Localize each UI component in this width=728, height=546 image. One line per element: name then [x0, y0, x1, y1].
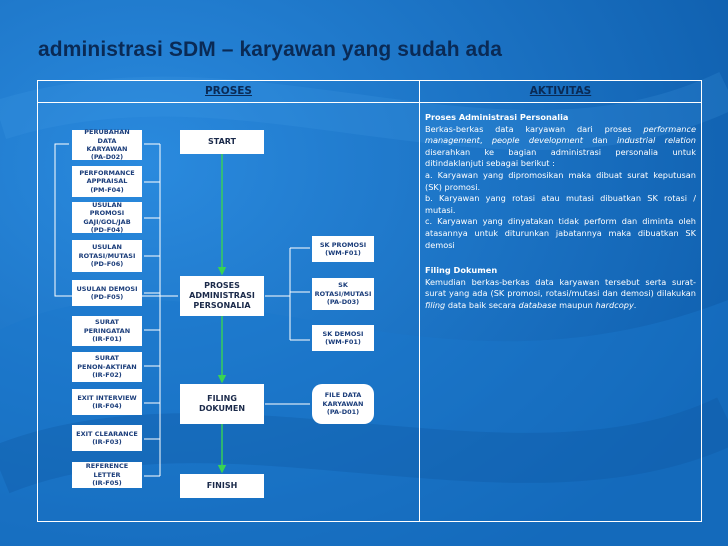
- finish-box: FINISH: [180, 474, 264, 498]
- list-item-b: b. Karyawan yang rotasi atau mutasi dibu…: [425, 193, 696, 215]
- aktivitas-text: Proses Administrasi Personalia Berkas-be…: [425, 112, 696, 312]
- doc-exit-interview: EXIT INTERVIEW(IR-F04): [72, 389, 142, 415]
- header-proses: PROSES: [38, 81, 420, 103]
- paragraph-filing: Kemudian berkas-berkas data karyawan ter…: [425, 276, 696, 310]
- column-divider: [419, 102, 420, 521]
- doc-exit-clearance: EXIT CLEARANCE(IR-F03): [72, 425, 142, 451]
- doc-sk-demosi: SK DEMOSI(WM-F01): [312, 325, 374, 351]
- doc-sk-promosi: SK PROMOSI(WM-F01): [312, 236, 374, 262]
- header-aktivitas: AKTIVITAS: [420, 81, 701, 103]
- list-item-c: c. Karyawan yang dinyatakan tidak perfor…: [425, 216, 696, 250]
- section-title-filing-dokumen: Filing Dokumen: [425, 265, 498, 276]
- doc-usulan-demosi: USULAN DEMOSI(PD-F05): [72, 280, 142, 306]
- paragraph-proses: Berkas-berkas data karyawan dari proses …: [425, 123, 696, 169]
- list-item-a: a. Karyawan yang dipromosikan maka dibua…: [425, 169, 696, 192]
- page-title: administrasi SDM – karyawan yang sudah a…: [38, 38, 503, 61]
- table-frame: PROSES AKTIVITAS: [37, 80, 702, 522]
- doc-reference-letter: REFERENCE LETTER(IR-F05): [72, 462, 142, 488]
- section-title-proses-administrasi: Proses Administrasi Personalia: [425, 112, 569, 122]
- start-box: START: [180, 130, 264, 154]
